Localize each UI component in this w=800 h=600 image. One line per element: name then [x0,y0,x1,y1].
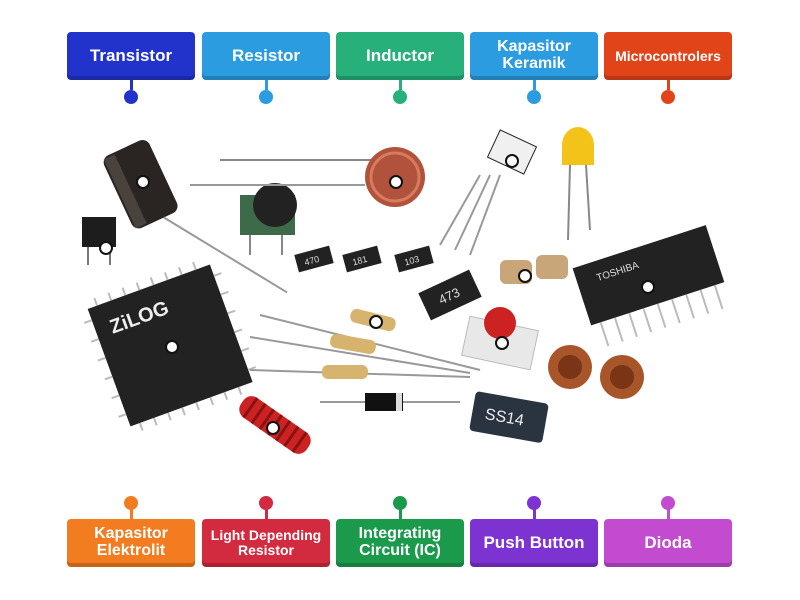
marker-smd-transistor[interactable] [99,241,113,255]
toshiba-ic: TOSHIBA [572,225,725,347]
to92-transistor [439,129,538,256]
axial-diode [320,393,460,411]
smd-resistors: 470 181 103 473 [294,245,482,321]
label-resistor[interactable]: Resistor [202,32,330,80]
ceramic-capacitors [500,255,568,284]
label-text: Kapasitor Elektrolit [94,525,168,559]
label-text: Light Depending Resistor [210,527,322,558]
marker-ldr[interactable] [389,175,403,189]
smd-inductors [548,345,644,399]
label-integrating-circuit[interactable]: Integrating Circuit (IC) [336,519,464,567]
label-inductor[interactable]: Inductor [336,32,464,80]
label-text: Transistor [89,46,173,66]
label-microcontrolers[interactable]: Microcontrolers [604,32,732,80]
ss14-label: SS14 [484,406,526,430]
label-text: Microcontrolers [615,47,721,64]
marker-toshiba-ic[interactable] [641,280,655,294]
marker-electrolytic-capacitor[interactable] [136,175,150,189]
marker-coil-inductor[interactable] [266,421,280,435]
marker-ceramic-capacitor[interactable] [518,269,532,283]
label-text: Resistor [231,46,301,66]
smd-resistor-103: 103 [403,254,420,268]
label-text: Kapasitor Keramik [497,38,571,72]
label-text: Dioda [644,533,692,553]
label-push-button[interactable]: Push Button [470,519,598,567]
marker-chip[interactable] [165,340,179,354]
label-light-depending-resistor[interactable]: Light Depending Resistor [202,519,330,567]
label-kapasitor-elektrolit[interactable]: Kapasitor Elektrolit [67,519,195,567]
marker-push-button[interactable] [495,336,509,350]
smd-transistor [82,217,116,265]
axial-resistors [249,308,481,379]
marker-to92-transistor[interactable] [505,154,519,168]
label-text: Inductor [366,46,434,66]
smd-resistor-181: 181 [351,254,368,268]
electronic-components-photo: ZiLOG 470 181 103 473 [82,127,725,454]
label-dioda[interactable]: Dioda [604,519,732,567]
smd-resistor-470: 470 [303,254,320,268]
led [562,127,594,241]
trimmer-potentiometer [220,159,390,255]
smd-diode: SS14 [469,391,549,443]
label-kapasitor-keramik[interactable]: Kapasitor Keramik [470,32,598,80]
label-text: Push Button [483,533,585,553]
label-transistor[interactable]: Transistor [67,32,195,80]
label-text: Integrating Circuit (IC) [358,525,442,559]
marker-axial-resistor[interactable] [369,315,383,329]
